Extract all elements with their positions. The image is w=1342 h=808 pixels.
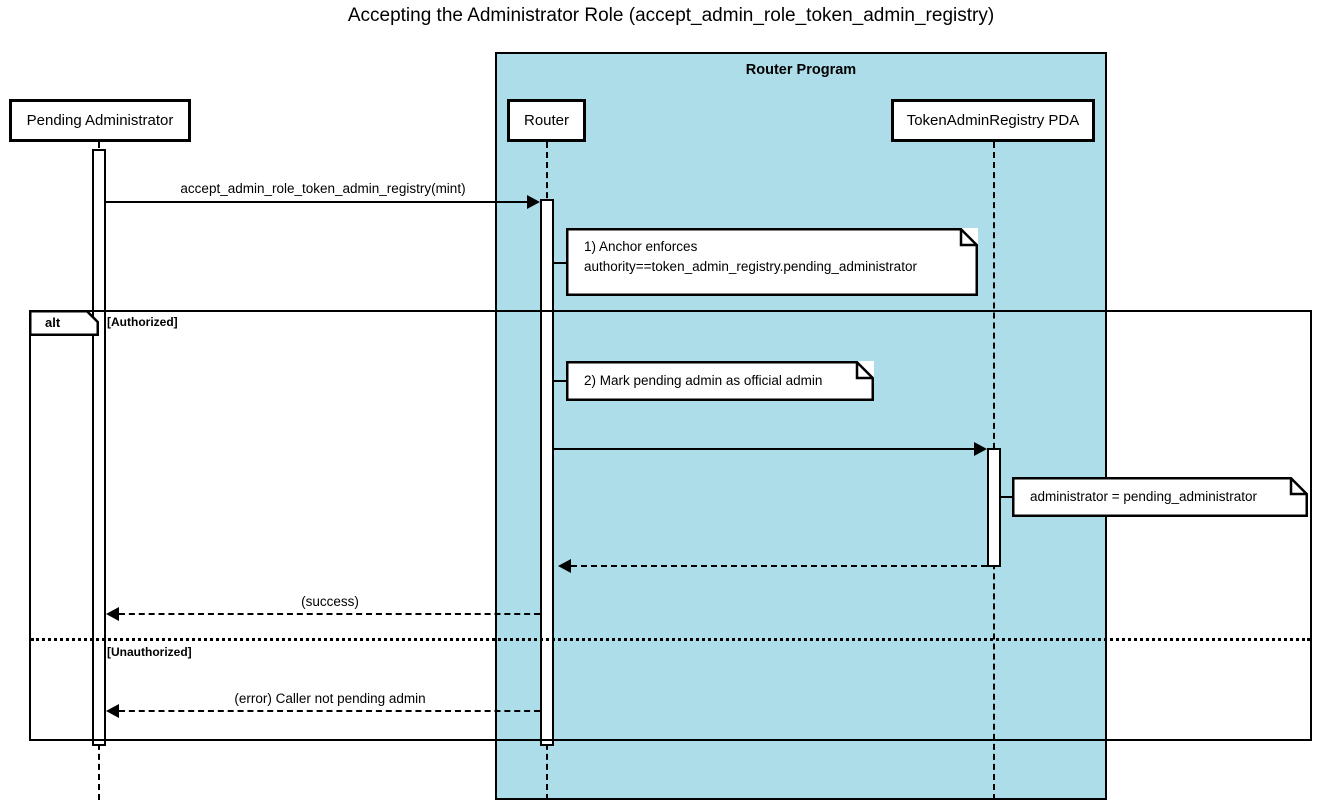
guard-authorized: [Authorized] [107,315,178,329]
diagram-title: Accepting the Administrator Role (accept… [347,5,995,26]
arrowhead-mark-admin-call [974,442,987,456]
note-administrator-assignment-line1: administrator = pending_administrator [1030,489,1257,504]
message-line-error-return [119,710,540,712]
alt-fragment-divider [31,638,1310,641]
message-line-success-return [119,613,540,615]
message-label-accept-admin-role-call: accept_admin_role_token_admin_registry(m… [180,181,466,196]
note-mark-pending-admin: 2) Mark pending admin as official admin [566,361,874,401]
arrowhead-error-return [106,704,119,718]
note-administrator-assignment: administrator = pending_administrator [1012,477,1308,517]
note-connector-anchor-enforces [554,262,568,264]
note-connector-mark-pending-admin [554,380,568,382]
message-label-error-return: (error) Caller not pending admin [234,691,426,706]
participant-token-admin-registry-pda[interactable]: TokenAdminRegistry PDA [891,99,1095,142]
note-anchor-enforces: 1) Anchor enforces authority==token_admi… [566,228,978,296]
note-anchor-enforces-line1: 1) Anchor enforces [584,239,698,254]
note-anchor-enforces-line2: authority==token_admin_registry.pending_… [584,259,917,274]
arrowhead-pda-return [558,559,571,573]
activation-pending-administrator [92,149,106,746]
guard-unauthorized: [Unauthorized] [107,645,192,659]
message-line-pda-return [571,565,987,567]
activation-router [540,199,554,746]
message-line-accept-admin-role-call [106,201,527,203]
message-line-mark-admin-call [554,448,974,450]
arrowhead-accept-admin-role-call [527,195,540,209]
participant-router-label: Router [523,112,570,129]
alt-fragment-operator-label: alt [45,315,61,330]
activation-token-admin-registry-pda [987,448,1001,567]
alt-fragment-tab: alt [29,310,99,336]
note-connector-administrator-assignment [1001,496,1013,498]
router-program-group-label: Router Program [745,62,857,78]
router-program-group-box: Router Program [495,52,1107,800]
message-label-success-return: (success) [301,594,359,609]
participant-router[interactable]: Router [507,99,586,142]
participant-token-admin-registry-pda-label: TokenAdminRegistry PDA [906,112,1080,129]
participant-pending-administrator-label: Pending Administrator [26,112,174,129]
arrowhead-success-return [106,607,119,621]
participant-pending-administrator[interactable]: Pending Administrator [9,99,191,142]
note-mark-pending-admin-line1: 2) Mark pending admin as official admin [584,373,823,388]
